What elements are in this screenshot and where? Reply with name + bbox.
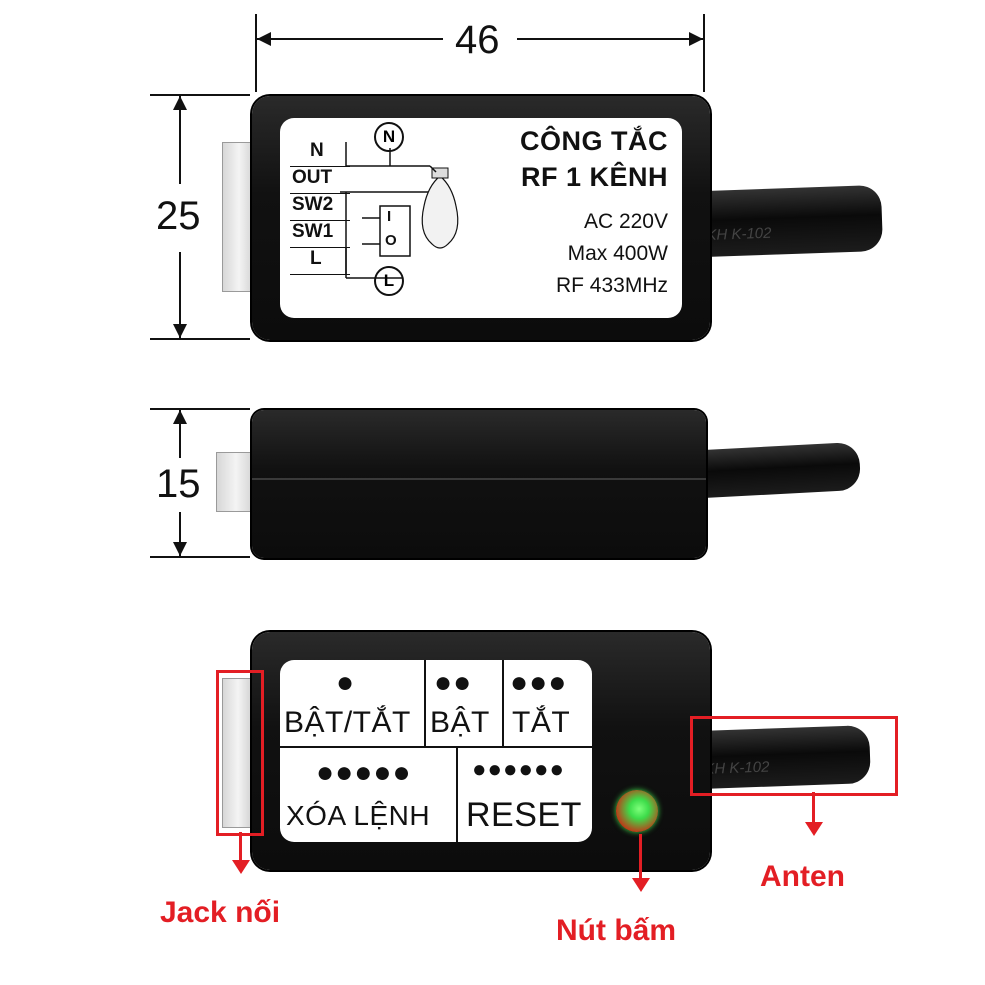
label-on: BẬT [430, 706, 490, 739]
height-top-value: 25 [156, 194, 201, 238]
callout-jack: Jack nối [160, 896, 281, 929]
row-divider [280, 746, 592, 748]
spec-voltage: AC 220V [583, 210, 668, 233]
top-connector [222, 142, 256, 292]
cell-off: ●●● TẮT [504, 660, 592, 746]
antenna-highlight-box [690, 716, 898, 796]
width-value: 46 [455, 18, 500, 62]
label-clear: XÓA LỆNH [286, 800, 431, 831]
cell-toggle: ● BẬT/TẮT [280, 660, 426, 746]
side-connector [216, 452, 256, 512]
jack-arrow-head [232, 860, 250, 874]
cell-reset: ●●●●●● RESET [458, 748, 592, 842]
neutral-circle-icon: N [374, 122, 404, 152]
side-seam-line [252, 478, 706, 480]
width-dimension: 46 [255, 14, 705, 94]
cell-clear: ●●●●● XÓA LỆNH [280, 748, 458, 842]
dots-clear: ●●●●● [316, 756, 412, 789]
side-view-device [252, 410, 706, 558]
callout-button: Nút bấm [556, 914, 676, 947]
dots-toggle: ● [336, 666, 356, 699]
dots-reset: ●●●●●● [472, 756, 565, 783]
product-title-line1: CÔNG TẮC [520, 126, 668, 156]
button-arrow-head [632, 878, 650, 892]
wire-out: OUT [290, 167, 350, 194]
wire-sw2: SW2 [290, 194, 350, 221]
spec-power: Max 400W [567, 242, 668, 265]
cell-on: ●● BẬT [426, 660, 504, 746]
live-circle-icon: L [374, 266, 404, 296]
top-label-panel: N OUT SW2 SW1 L I O N L [280, 118, 682, 318]
callout-antenna: Anten [760, 860, 845, 893]
product-title-line2: RF 1 KÊNH [520, 162, 668, 192]
neutral-symbol: N [382, 127, 396, 146]
bottom-view-device: ● BẬT/TẮT ●● BẬT ●●● TẮT ●●●●● XÓA LỆNH … [252, 632, 710, 870]
top-cable-print: KH K-102 [706, 224, 772, 244]
jack-arrow [239, 832, 242, 862]
label-toggle: BẬT/TẮT [284, 706, 411, 739]
wire-l: L [290, 248, 350, 275]
antenna-arrow-head [805, 822, 823, 836]
height-top-dimension: 25 [150, 94, 250, 340]
wire-sw1: SW1 [290, 221, 350, 248]
wire-label-column: N OUT SW2 SW1 L [290, 140, 350, 275]
switch-off-mark: O [385, 232, 397, 249]
wire-n: N [290, 140, 350, 167]
top-view-device: N OUT SW2 SW1 L I O N L [252, 96, 710, 340]
antenna-arrow [812, 792, 815, 824]
dots-off: ●●● [510, 666, 568, 699]
top-antenna-cable: KH K-102 [698, 184, 884, 258]
button-arrow [639, 834, 642, 880]
side-antenna-cable [698, 441, 862, 499]
dots-on: ●● [434, 666, 473, 699]
label-reset: RESET [466, 796, 582, 834]
spec-frequency: RF 433MHz [555, 274, 668, 297]
live-symbol: L [383, 271, 395, 290]
led-push-button[interactable] [616, 790, 658, 832]
label-off: TẮT [512, 706, 571, 739]
bottom-label-panel: ● BẬT/TẮT ●● BẬT ●●● TẮT ●●●●● XÓA LỆNH … [280, 660, 592, 842]
height-side-value: 15 [156, 462, 201, 506]
jack-highlight-box [216, 670, 264, 836]
switch-on-mark: I [387, 208, 392, 225]
wiring-schematic [340, 142, 459, 279]
height-side-dimension: 15 [150, 408, 250, 558]
